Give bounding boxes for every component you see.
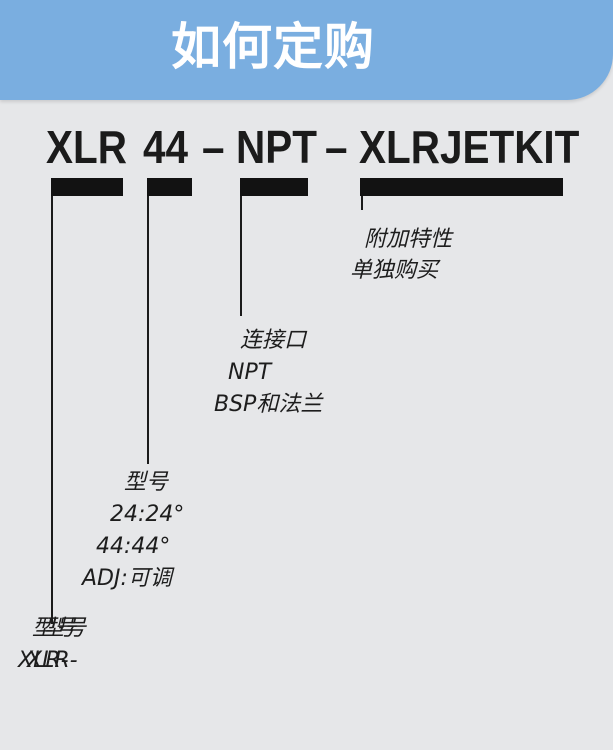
connection-note-npt: NPT (228, 360, 272, 385)
model-note-title-b: 型号 (42, 616, 87, 641)
size-note-adj: ADJ:可调 (82, 566, 172, 591)
model-note-value-b: XLR- (27, 648, 78, 673)
model-leader-line (51, 196, 53, 624)
model-underline-bar (51, 178, 123, 196)
header-banner: 如何定购 (0, 0, 613, 100)
model-note-title: 型号 型号 (32, 614, 112, 644)
size-underline-bar (147, 178, 192, 196)
code-segment-size: 44 (143, 121, 189, 173)
code-segment-kit: XLRJETKIT (359, 121, 580, 173)
code-dash-2: – (325, 121, 348, 173)
code-dash-1: – (202, 121, 225, 173)
kit-note-line-2: 单独购买 (350, 258, 439, 283)
kit-note-line-1: 附加特性 (364, 227, 453, 252)
size-note-24: 24:24° (110, 502, 185, 527)
connection-leader-line (240, 196, 242, 316)
size-leader-line (147, 196, 149, 464)
model-note-value: XLR- XLR- (18, 646, 98, 676)
kit-leader-line (361, 196, 363, 210)
code-segment-connection: NPT (236, 121, 317, 173)
model-note-value-a: XLR- (18, 648, 69, 673)
size-note-44: 44:44° (96, 534, 171, 559)
connection-note-bsp: BSP和法兰 (214, 392, 323, 417)
size-note-title: 型号 (124, 470, 169, 495)
page-title: 如何定购 (171, 18, 375, 76)
connection-note-title: 连接口 (240, 328, 307, 353)
kit-underline-bar (360, 178, 563, 196)
model-note-title-a: 型号 (32, 616, 77, 641)
connection-underline-bar (240, 178, 308, 196)
code-segment-model: XLR (46, 121, 127, 173)
